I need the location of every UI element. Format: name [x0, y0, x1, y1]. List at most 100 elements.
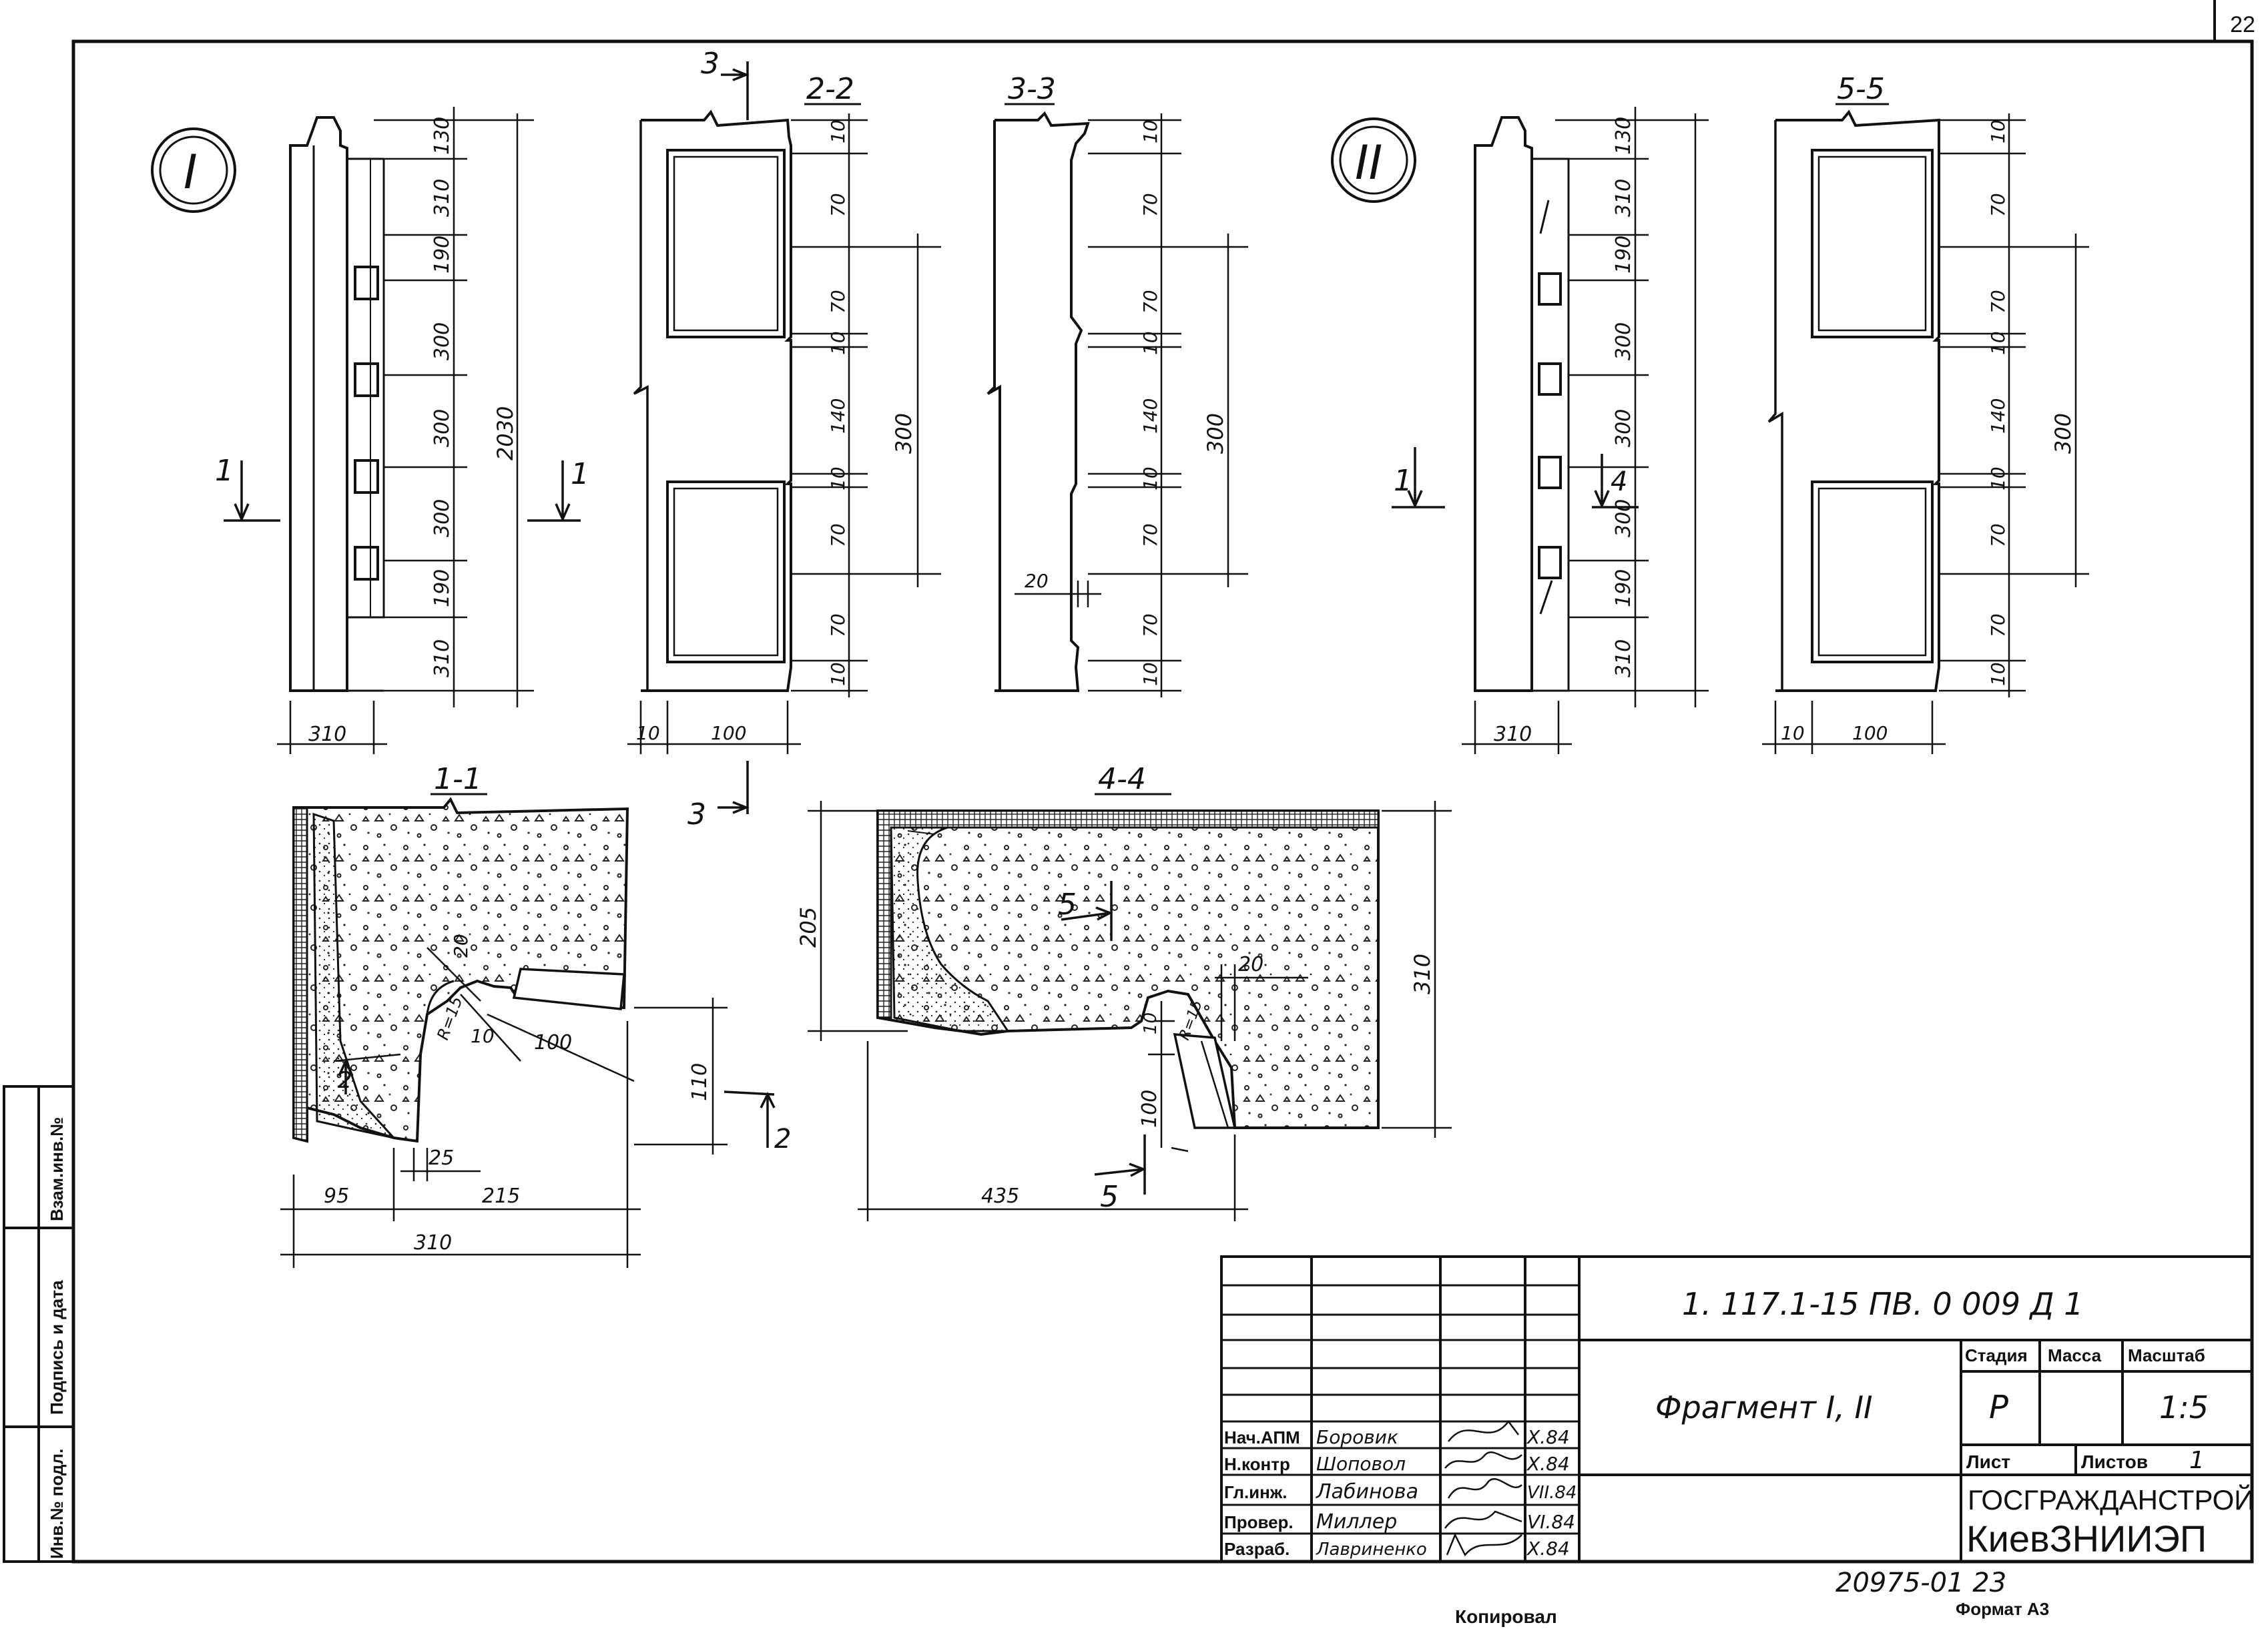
date-2: VII.84	[1527, 1483, 1577, 1503]
dimII-2: 190	[1612, 236, 1635, 274]
mass-label: Масса	[2048, 1345, 2102, 1365]
sheet-number: 22	[2230, 12, 2255, 37]
s44-a: 205	[796, 907, 821, 948]
org-line1: ГОСГРАЖДАНСТРОЙ	[1968, 1484, 2254, 1516]
s55-d3: 10	[1987, 331, 2009, 355]
dimII-5: 300	[1612, 499, 1635, 537]
stamp-inv: Инв.№ подл.	[47, 1449, 67, 1559]
role-3: Провер.	[1224, 1512, 1294, 1532]
stage-value: Р	[1989, 1389, 2008, 1426]
s22-d3: 10	[827, 331, 849, 355]
dimI-0: 130	[431, 117, 454, 155]
sheets-value: 1	[2189, 1447, 2205, 1474]
org-line2: КиевЗНИИЭП	[1966, 1518, 2207, 1560]
dimII-0: 130	[1612, 117, 1635, 155]
cut-3-top-label: 3	[701, 47, 720, 81]
s55-d1: 70	[1987, 193, 2009, 217]
cut-1-right: 1	[571, 457, 589, 491]
doc-code: 1. 117.1-15 ПВ. 0 009 Д 1	[1682, 1286, 2083, 1322]
marker-I	[151, 127, 236, 213]
dimI-1: 310	[431, 179, 454, 217]
date-4: X.84	[1526, 1538, 1570, 1560]
dimI-3: 300	[431, 322, 454, 360]
section-2-2	[633, 109, 792, 692]
date-3: VI.84	[1527, 1511, 1575, 1533]
s11-h: 215	[482, 1185, 520, 1208]
dimII-4: 300	[1612, 409, 1635, 447]
stamp-sign: Подпись и дата	[47, 1280, 67, 1415]
s22-d7: 70	[827, 613, 849, 637]
s33-inset: 20	[1025, 570, 1049, 592]
name-0: Боровик	[1316, 1426, 1398, 1448]
s55-d4: 140	[1987, 398, 2009, 434]
section-1-1-dims	[280, 947, 728, 1268]
s22-d6: 70	[827, 523, 849, 547]
s33-d5: 10	[1139, 466, 1161, 490]
s33-d2: 70	[1139, 290, 1161, 314]
date-0: X.84	[1526, 1426, 1570, 1448]
s11-g: 95	[324, 1185, 349, 1208]
dimII-width: 310	[1494, 723, 1532, 746]
role-1: Н.контр	[1224, 1454, 1290, 1474]
s55-d6: 70	[1987, 523, 2009, 547]
s33-d8: 10	[1139, 662, 1161, 686]
cut-5-top: 5	[1058, 888, 1077, 922]
title-block-grid	[1220, 1255, 2253, 1563]
cut-2-label-left: 2	[338, 1067, 352, 1094]
s33-d3: 10	[1139, 331, 1161, 355]
name-4: Лавриненко	[1316, 1540, 1427, 1560]
sheet-label: Лист	[1966, 1451, 2010, 1472]
s22-d1: 70	[827, 193, 849, 217]
s55-w0: 10	[1781, 722, 1805, 744]
footer-number: 20975-01 23	[1835, 1568, 2006, 1598]
s22-total: 300	[891, 413, 916, 454]
s22-d0: 10	[827, 119, 849, 143]
footer-copied: Копировал	[1455, 1606, 1557, 1627]
s33-d7: 70	[1139, 613, 1161, 637]
cut-2-label: 2	[774, 1124, 791, 1155]
scale-label: Масштаб	[2128, 1345, 2205, 1365]
s44-d: 10	[1141, 1012, 1161, 1034]
s44-b: 310	[1410, 954, 1435, 994]
dimI-2: 190	[431, 236, 454, 274]
elevation-II-dims	[1555, 107, 1709, 707]
signatures	[1444, 1419, 1522, 1557]
s11-c: 10	[471, 1025, 495, 1047]
s11-e: 110	[688, 1063, 712, 1101]
cut-5	[1061, 881, 1147, 1195]
s11-a: 20	[450, 934, 472, 958]
s22-d4: 140	[827, 398, 849, 434]
s44-g: 435	[981, 1185, 1019, 1208]
s22-w1: 100	[711, 722, 746, 744]
s55-d5: 10	[1987, 466, 2009, 490]
s55-d7: 70	[1987, 613, 2009, 637]
cut-1-left: 1	[215, 454, 234, 488]
s22-d2: 70	[827, 290, 849, 314]
marker-II	[1331, 117, 1416, 203]
section-1-1	[292, 797, 629, 1143]
marker-II-label: II	[1355, 135, 1382, 190]
dimII-3: 300	[1612, 322, 1635, 360]
role-4: Разраб.	[1224, 1539, 1290, 1559]
section-5-5	[1767, 109, 1940, 692]
s11-i: 310	[414, 1231, 452, 1255]
s22-d8: 10	[827, 662, 849, 686]
label-2-2: 2-2	[806, 72, 854, 106]
elevation-II	[1474, 116, 1570, 692]
s44-c: 20	[1238, 953, 1263, 976]
cut-5-bottom: 5	[1100, 1180, 1119, 1214]
s33-d1: 70	[1139, 193, 1161, 217]
name-2: Лабинова	[1316, 1480, 1418, 1504]
name-3: Миллер	[1316, 1510, 1397, 1534]
s55-d8: 10	[1987, 662, 2009, 686]
drawing-title: Фрагмент I, II	[1655, 1389, 1873, 1425]
s55-d2: 70	[1987, 290, 2009, 314]
elevation-I-dims	[374, 107, 534, 707]
scale-value: 1:5	[2159, 1389, 2209, 1425]
dimI-total: 2030	[493, 406, 518, 460]
s22-w0: 10	[636, 722, 660, 744]
role-0: Нач.АПМ	[1224, 1427, 1300, 1447]
s11-f: 25	[429, 1146, 454, 1170]
label-4-4: 4-4	[1098, 762, 1146, 796]
